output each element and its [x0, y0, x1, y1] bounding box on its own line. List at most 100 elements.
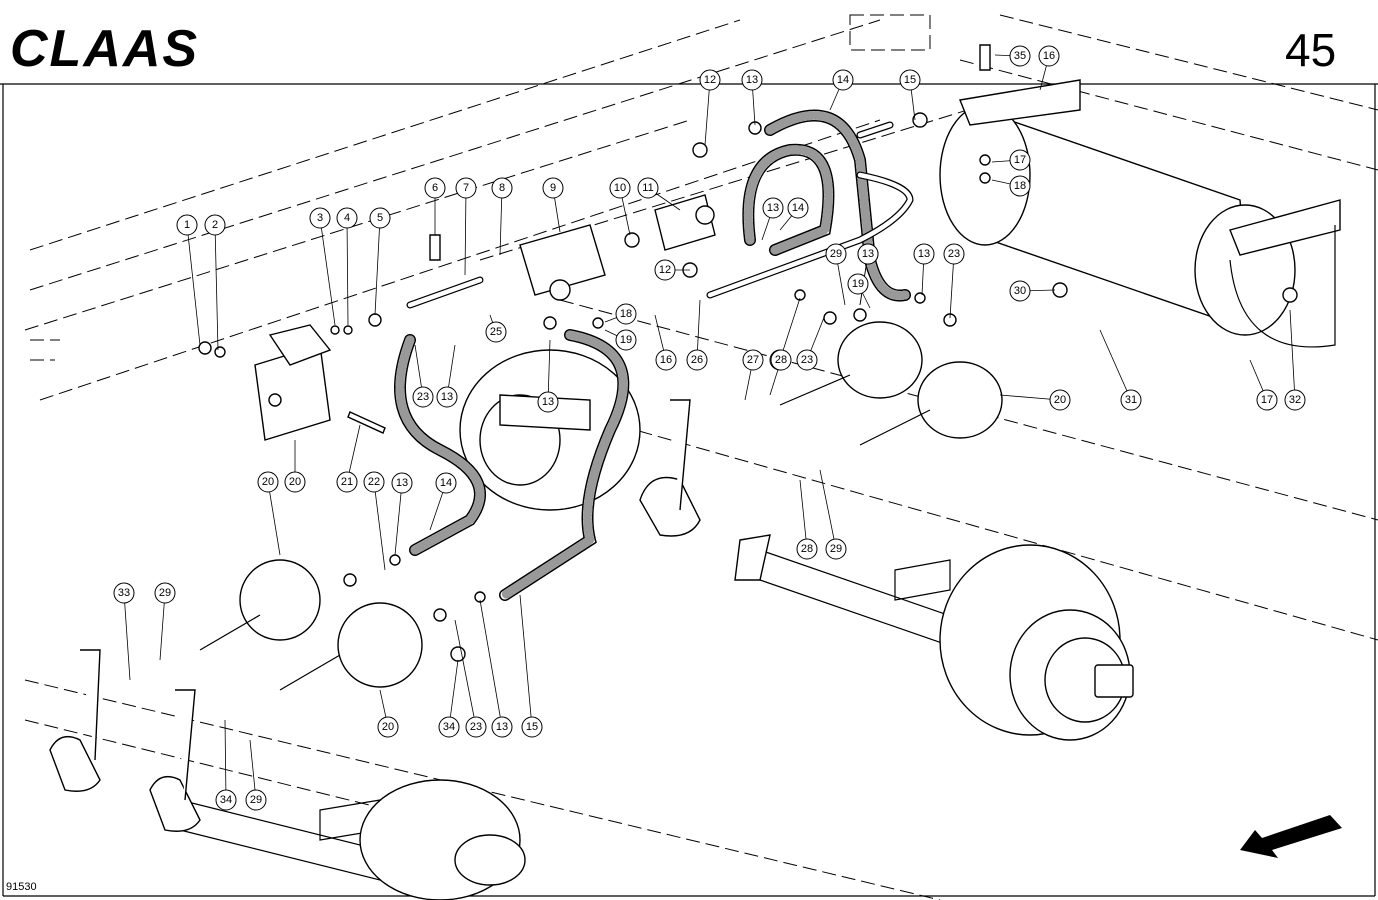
callout-bubble	[542, 177, 564, 199]
callouts: 1234567891011121213131313131313131313141…	[113, 45, 1306, 811]
hoses	[394, 109, 914, 601]
callout-bubble	[491, 177, 513, 199]
callout-leader	[1099, 329, 1132, 401]
callout-bubble	[309, 207, 331, 229]
callout-bubble	[847, 273, 869, 295]
callout-leader	[159, 592, 166, 661]
callout-number: 13	[496, 721, 508, 733]
callout-bubble	[637, 177, 659, 199]
callout-number: 35	[1014, 50, 1026, 62]
callout-bubble	[742, 349, 764, 371]
callout-20: 20	[284, 471, 306, 493]
callout-number: 19	[620, 334, 632, 346]
callout-bubble	[1009, 280, 1031, 302]
callout-bubble	[438, 716, 460, 738]
callout-number: 12	[704, 74, 716, 86]
callout-bubble	[215, 789, 237, 811]
callout-number: 15	[904, 74, 916, 86]
callout-25: 25	[485, 321, 507, 343]
callout-leader	[186, 224, 201, 346]
callout-bubble	[436, 386, 458, 408]
callout-number: 20	[289, 476, 301, 488]
brand-logo: CLAAS	[10, 20, 199, 78]
callout-34: 34	[438, 716, 460, 738]
callout-14: 14	[832, 69, 854, 91]
callout-bubble	[615, 303, 637, 325]
callout-number: 29	[830, 543, 842, 555]
callout-number: 25	[490, 326, 502, 338]
callout-29: 29	[154, 582, 176, 604]
callout-bubble	[1120, 389, 1142, 411]
callout-number: 34	[220, 794, 232, 806]
callout-number: 28	[801, 543, 813, 555]
callout-bubble	[491, 716, 513, 738]
callout-number: 32	[1289, 394, 1301, 406]
callout-31: 31	[1120, 389, 1142, 411]
callout-14: 14	[787, 197, 809, 219]
callout-9: 9	[542, 177, 564, 199]
page-number: 45	[1285, 24, 1336, 76]
callout-22: 22	[363, 471, 385, 493]
callout-bubble	[521, 716, 543, 738]
rear-axle	[759, 544, 1134, 741]
callout-13: 13	[762, 197, 784, 219]
callout-number: 20	[382, 721, 394, 733]
callout-bubble	[154, 582, 176, 604]
callout-bubble	[391, 472, 413, 494]
callout-bubble	[1009, 149, 1031, 171]
callout-29: 29	[825, 243, 847, 265]
callout-leader	[267, 481, 281, 556]
callout-number: 33	[118, 587, 130, 599]
callout-number: 13	[918, 248, 930, 260]
callout-14: 14	[435, 472, 457, 494]
callout-11: 11	[637, 177, 659, 199]
callout-13: 13	[537, 391, 559, 413]
callout-number: 12	[659, 264, 671, 276]
callout-number: 29	[830, 248, 842, 260]
callout-23: 23	[412, 386, 434, 408]
callout-bubble	[424, 177, 446, 199]
callout-bubble	[770, 349, 792, 371]
callout-bubble	[796, 349, 818, 371]
callout-bubble	[113, 582, 135, 604]
callout-number: 28	[775, 354, 787, 366]
callout-leader	[499, 187, 503, 256]
callout-bubble	[913, 243, 935, 265]
callout-35: 35	[1009, 45, 1031, 67]
callout-bubble	[377, 716, 399, 738]
callout-bubble	[943, 243, 965, 265]
callout-number: 34	[443, 721, 455, 733]
callout-bubble	[655, 349, 677, 371]
callout-bubble	[899, 69, 921, 91]
callout-bubble	[615, 329, 637, 351]
callout-19: 19	[847, 273, 869, 295]
callout-number: 18	[620, 308, 632, 320]
callout-number: 13	[767, 202, 779, 214]
callout-number: 30	[1014, 285, 1026, 297]
callout-28: 28	[796, 538, 818, 560]
callout-bubble	[796, 538, 818, 560]
callout-bubble	[284, 471, 306, 493]
callout-13: 13	[436, 386, 458, 408]
callout-bubble	[762, 197, 784, 219]
callout-number: 18	[1014, 180, 1026, 192]
callout-number: 11	[642, 182, 653, 194]
callout-bubble	[1256, 389, 1278, 411]
callout-leader	[949, 253, 955, 319]
brake-chambers	[199, 321, 1003, 691]
callout-leader	[779, 297, 801, 361]
relay-valve-9	[519, 224, 606, 301]
callout-leader	[1289, 309, 1296, 401]
callout-number: 13	[862, 248, 874, 260]
callout-bubble	[336, 471, 358, 493]
callout-number: 27	[747, 354, 759, 366]
callout-bubble	[204, 214, 226, 236]
callout-bubble	[537, 391, 559, 413]
callout-bubble	[1049, 389, 1071, 411]
callout-leader	[224, 719, 227, 801]
callout-number: 19	[852, 278, 864, 290]
callout-number: 17	[1261, 394, 1273, 406]
front-axle	[179, 779, 526, 900]
callout-number: 4	[344, 212, 350, 224]
callout-4: 4	[336, 207, 358, 229]
